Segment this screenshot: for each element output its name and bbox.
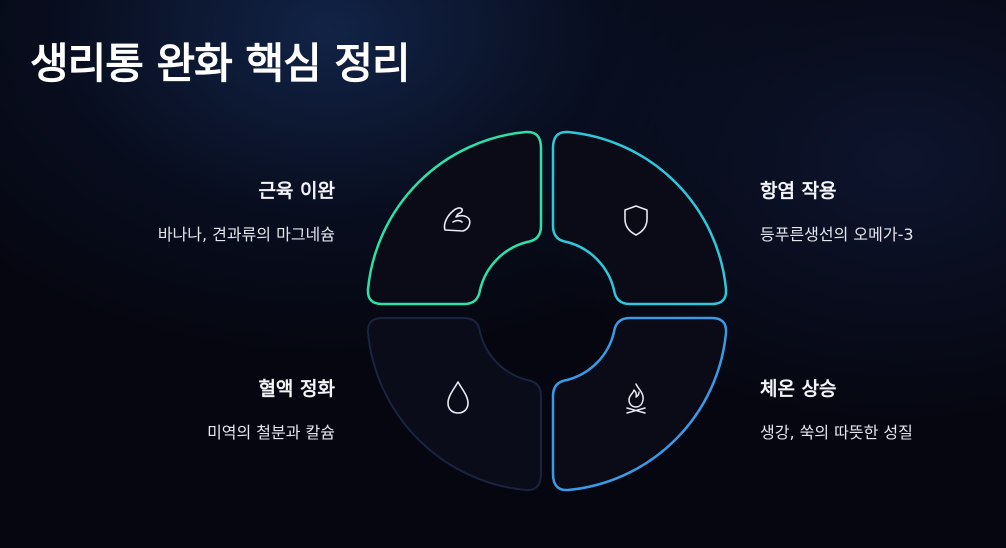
fire-icon: [626, 383, 646, 414]
label-muscle: 근육 이완: [258, 180, 335, 202]
segment-blood[interactable]: [366, 317, 542, 492]
segment-anti-inflammatory[interactable]: [551, 130, 728, 306]
page-title: 생리통 완화 핵심 정리: [30, 39, 411, 88]
shield-icon: [624, 205, 648, 236]
label-warmth: 체온 상승: [760, 378, 837, 400]
desc-blood: 미역의 철분과 칼슘: [207, 423, 335, 442]
label-blood: 혈액 정화: [258, 378, 335, 400]
desc-muscle: 바나나, 견과류의 마그네슘: [157, 225, 335, 244]
segment-muscle[interactable]: [366, 130, 543, 306]
label-anti-inflammatory: 항염 작용: [760, 180, 837, 202]
desc-warmth: 생강, 쑥의 따뜻한 성질: [760, 423, 913, 442]
segment-warmth[interactable]: [551, 316, 728, 492]
flexed-arm-icon: [443, 207, 471, 232]
droplet-icon: [447, 381, 469, 414]
desc-anti-inflammatory: 등푸른생선의 오메가-3: [760, 225, 914, 244]
